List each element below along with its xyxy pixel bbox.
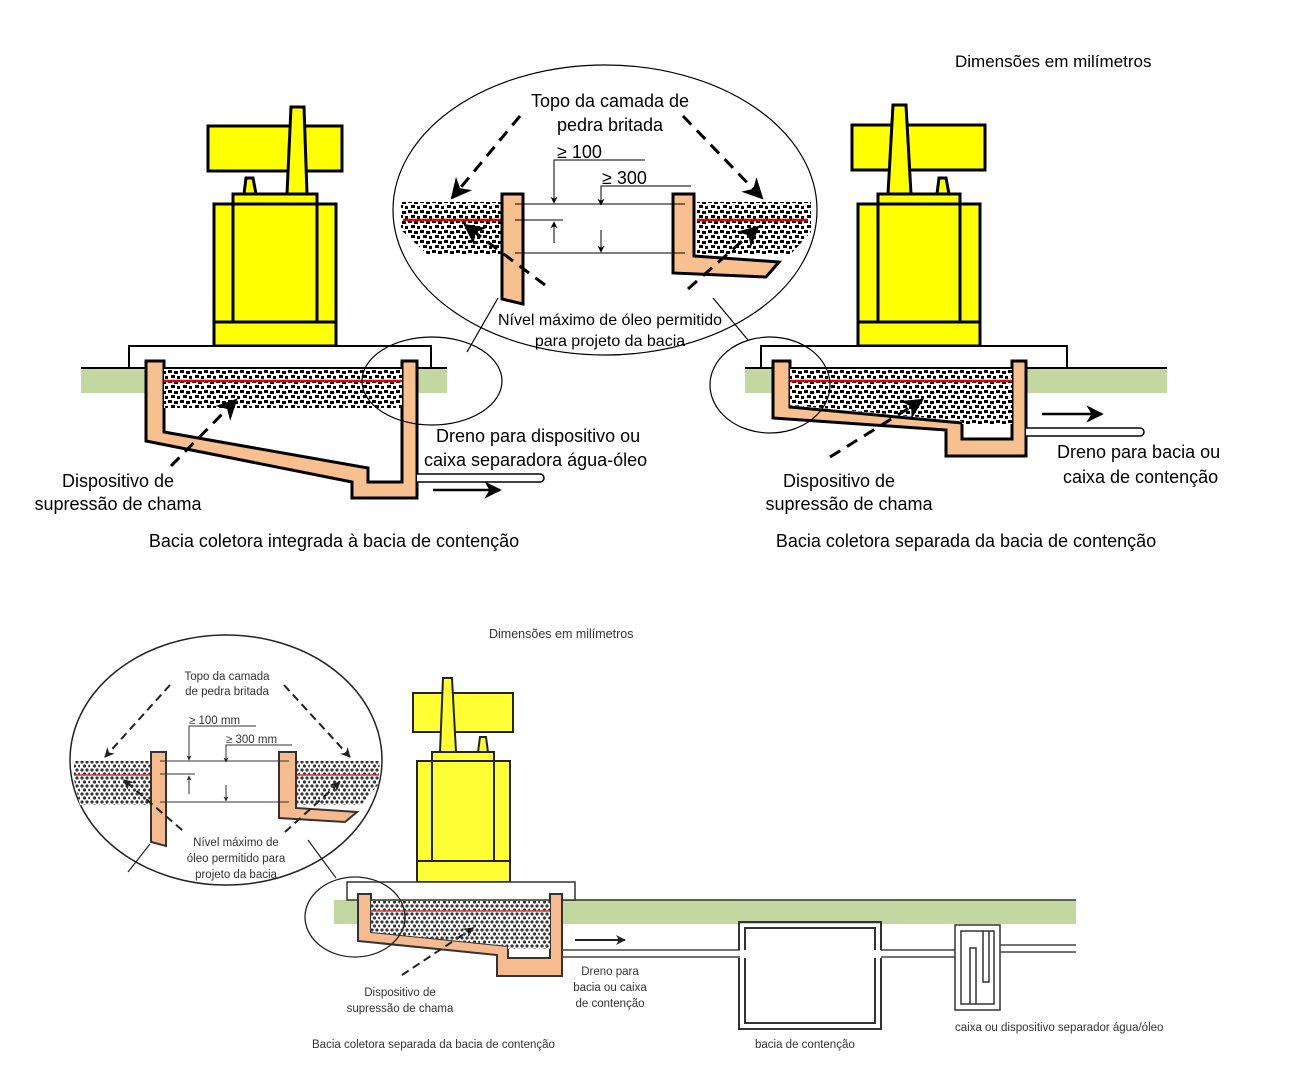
dim-300: ≥ 300 xyxy=(602,168,647,188)
wall-left xyxy=(500,192,525,306)
separator-label: caixa ou dispositivo separador água/óleo xyxy=(955,1022,1163,1034)
transformer-icon xyxy=(412,677,514,883)
label-oil-2: para projeto da bacia xyxy=(535,333,685,350)
drain-label-line1: Dreno para dispositivo ou xyxy=(436,426,640,446)
drain-label-line2: bacia ou caixa xyxy=(573,982,647,994)
drain-label-line2: caixa de contenção xyxy=(1063,467,1218,487)
wall-left xyxy=(150,751,167,848)
label-oil-3: projeto da bacia xyxy=(195,869,277,881)
detail-ellipse xyxy=(392,64,818,356)
flame-device-pointer xyxy=(829,398,924,459)
transformer-icon xyxy=(206,105,344,348)
label-top-gravel-1: Topo da camada de xyxy=(531,91,689,111)
detail-callout-circle xyxy=(709,336,831,434)
gravel-left xyxy=(401,202,502,255)
gravel-layer xyxy=(371,901,550,949)
top-right-separate-diagram: Dispositivo de supressão de chama Dreno … xyxy=(709,103,1220,551)
flame-label-line1: Dispositivo de xyxy=(783,471,895,491)
drain-label-line2: caixa separadora água-óleo xyxy=(424,450,647,470)
flame-label-line1: Dispositivo de xyxy=(62,471,174,491)
detail-ellipse xyxy=(69,634,383,886)
drain-label-line3: de contenção xyxy=(575,998,644,1010)
wall-right xyxy=(278,751,360,824)
caption-bottom: Bacia coletora separada da bacia de cont… xyxy=(312,1039,555,1051)
caption-separate: Bacia coletora separada da bacia de cont… xyxy=(776,531,1156,551)
containment-basin xyxy=(738,921,882,1030)
label-oil-2: óleo permitido para xyxy=(187,853,286,865)
dim-100: ≥ 100 xyxy=(557,142,602,162)
top-left-integrated-diagram: Dispositivo de supressão de chama Dreno … xyxy=(34,105,647,551)
label-top-gravel-2: pedra britada xyxy=(557,115,664,135)
flame-device-pointer xyxy=(169,398,238,468)
wall-right xyxy=(671,192,783,279)
label-top-gravel-2: de pedra britada xyxy=(185,686,269,698)
flame-label-line2: supressão de chama xyxy=(34,494,202,514)
gravel-layer xyxy=(164,369,402,408)
label-oil-1: Nível máximo de óleo permitido xyxy=(498,312,722,329)
gravel-layer xyxy=(790,369,1012,424)
transformer-icon xyxy=(850,103,987,348)
label-oil-1: Nível máximo de xyxy=(193,837,279,849)
slab xyxy=(760,345,1068,369)
flame-label-line2: supressão de chama xyxy=(347,1003,454,1015)
units-note: Dimensões em milímetros xyxy=(955,52,1152,71)
drain-label-line1: Dreno para xyxy=(581,966,639,978)
drain-pipe xyxy=(417,473,545,483)
flame-label-line2: supressão de chama xyxy=(765,494,933,514)
bottom-separate-system-diagram: Dispositivo de supressão de chama Dreno … xyxy=(304,677,1163,1051)
caption-integrated: Bacia coletora integrada à bacia de cont… xyxy=(149,531,519,551)
collecting-basin xyxy=(771,359,1028,458)
drain-label-line1: Dreno para bacia ou xyxy=(1057,442,1220,462)
dim-100: ≥ 100 mm xyxy=(189,715,240,727)
drain-pipe xyxy=(1026,427,1145,437)
flame-label-line1: Dispositivo de xyxy=(364,987,436,999)
slab xyxy=(346,881,576,901)
dim-300: ≥ 300 mm xyxy=(226,734,277,746)
label-top-gravel-1: Topo da camada xyxy=(184,671,270,683)
detail-callout-circle xyxy=(361,336,503,426)
bottom-detail-view: ≥ 100 mm ≥ 300 mm Topo da camada de pedr… xyxy=(69,634,383,886)
units-note-bottom: Dimensões em milímetros xyxy=(489,627,633,641)
gravel-right xyxy=(697,202,811,255)
slab xyxy=(128,345,432,369)
collecting-basin xyxy=(144,359,419,500)
containment-label: bacia de contenção xyxy=(755,1039,855,1051)
flame-device-pointer xyxy=(401,927,474,976)
detail-callout-circle xyxy=(304,876,406,958)
top-detail-view: ≥ 100 ≥ 300 Topo da camada de pedra brit… xyxy=(392,64,818,356)
oil-water-separator xyxy=(954,924,1001,1011)
